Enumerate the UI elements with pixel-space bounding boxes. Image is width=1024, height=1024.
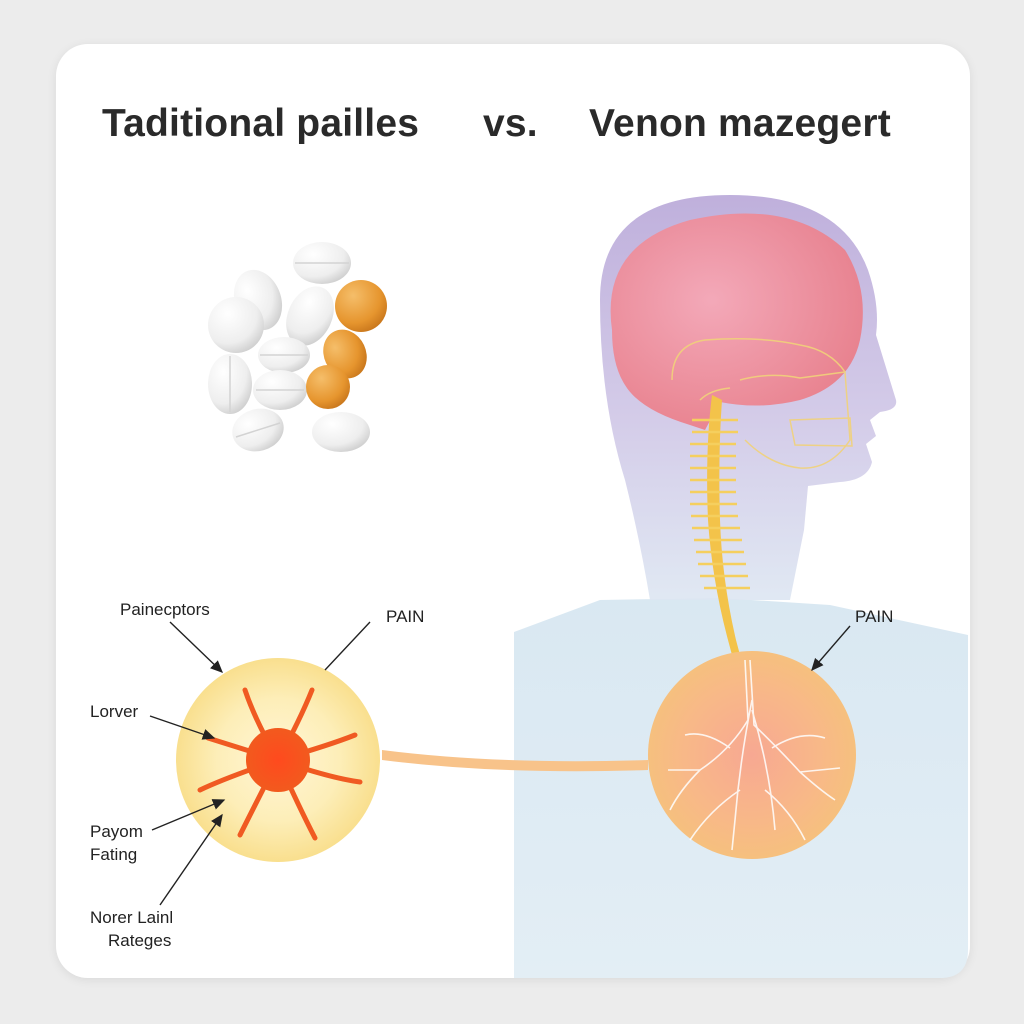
title-left: Taditional pailles xyxy=(102,102,420,145)
label-lorver: Lorver xyxy=(90,702,139,721)
label-norer-lainl: Norer Lainl xyxy=(90,908,174,927)
arrow-icon xyxy=(149,715,216,740)
brain-icon xyxy=(610,213,863,430)
title-right: Venon mazegert xyxy=(589,102,891,145)
connecting-nerve xyxy=(382,750,648,772)
label-pain-left: PAIN xyxy=(386,607,425,626)
arrow-icon xyxy=(169,621,224,673)
pill-icon xyxy=(312,412,370,452)
human-figure xyxy=(514,195,968,978)
label-fating: Fating xyxy=(90,845,138,864)
pill-cluster xyxy=(208,242,387,452)
pill-icon xyxy=(208,297,264,353)
nerve-branches xyxy=(668,659,841,851)
arrow-icon xyxy=(151,799,226,831)
annotation-arrows xyxy=(149,621,851,906)
title-vs: vs. xyxy=(483,102,538,145)
pill-icon xyxy=(286,286,334,346)
pill-icon xyxy=(335,280,387,332)
right-pain-circle xyxy=(648,651,856,859)
nerve-cell-icon xyxy=(197,687,363,841)
arrow-icon xyxy=(811,625,851,672)
spine-icon xyxy=(690,395,752,700)
label-rateges: Rateges xyxy=(108,931,172,950)
arrow-icon xyxy=(159,813,223,906)
label-payom: Payom xyxy=(90,822,143,841)
arrow-icon xyxy=(324,621,371,671)
label-pain-right: PAIN xyxy=(855,607,894,626)
label-painceptors: Painecptors xyxy=(120,600,210,619)
pill-icon xyxy=(306,365,350,409)
